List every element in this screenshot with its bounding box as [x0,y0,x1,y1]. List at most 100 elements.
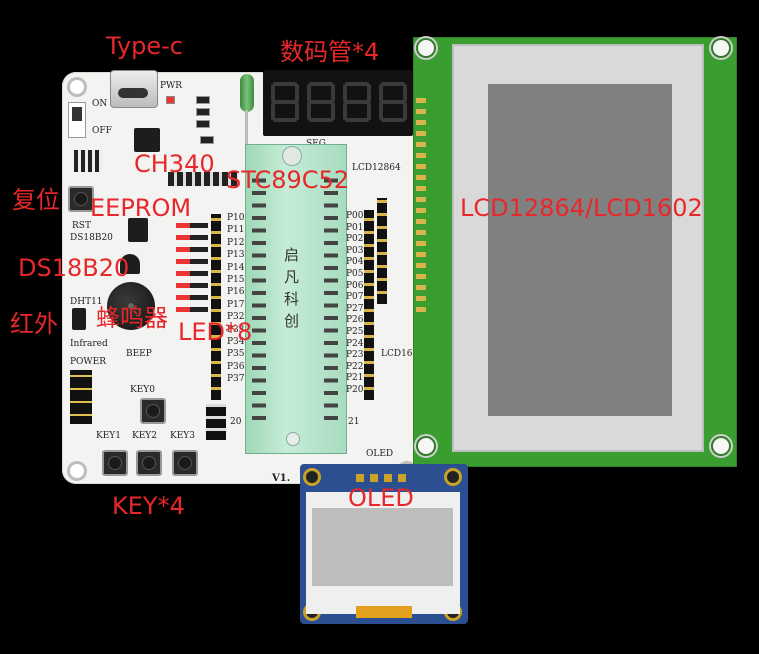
key3-button[interactable] [172,450,198,476]
silk-dht11: DHT11 [70,297,103,307]
port-label: P24 [346,338,364,349]
seven-segment-display [263,70,413,136]
silk-pin-21: 21 [348,417,360,427]
port-label: P25 [346,326,364,337]
resistor [196,108,210,116]
port-label: P35 [227,349,245,360]
silk-key3: KEY3 [170,431,195,441]
buzzer-hole [128,303,134,309]
port-label: P17 [227,299,245,310]
power-header [70,370,92,424]
resistor-row [168,172,238,186]
power-switch[interactable] [68,102,86,138]
port-header-left [211,214,221,400]
port-label: P36 [227,361,245,372]
silk-key1: KEY1 [96,431,121,441]
oled-mount-hole [306,471,318,483]
crystal [240,74,254,112]
label-reset: 复位 [12,186,60,214]
port-label: P05 [346,268,364,279]
label-key: KEY*4 [112,492,185,520]
port-label: P23 [346,350,364,361]
port-label: P00 [346,211,364,221]
ports-right: P00 P01 P02 P03 P04 P05 P06 P07 P27 P26 … [346,211,364,398]
lcd-corner-hole [713,438,729,454]
mount-hole-top-left [70,80,84,94]
silk-key0: KEY0 [130,385,155,395]
silk-lcd16: LCD16 [381,349,413,359]
power-led [166,96,175,104]
lcd-screen [488,84,672,416]
resistor [196,120,210,128]
port-label: P37 [227,374,245,385]
label-typec: Type-c [106,32,183,60]
brand-text: 启 凡 科 创 [284,244,299,332]
ports-left: P10 P11 P12 P13 P14 P15 P16 P17 P32 P33 … [227,213,245,387]
three-pin-header [206,404,226,440]
lcd-corner-hole [418,438,434,454]
zif-pins-right [324,170,338,420]
brand-char: 科 [284,290,300,308]
silk-power: POWER [70,357,107,367]
port-label: P04 [346,257,364,268]
zif-lever[interactable] [282,146,302,166]
label-buzzer: 蜂鸣器 [96,304,168,332]
zif-screw [286,432,300,446]
silk-version: V1. [272,473,291,484]
port-label: P32 [227,312,245,323]
label-ds18b20: DS18B20 [18,254,130,282]
label-led: LED*8 [178,318,253,346]
silk-lcd12864: LCD12864 [352,163,401,173]
typec-port [118,88,148,98]
port-label: P16 [227,287,245,298]
port-label: P20 [346,384,364,395]
component-cluster-left [74,150,102,172]
label-ch340: CH340 [134,150,215,178]
eeprom-chip [128,218,148,242]
port-label: P12 [227,237,245,248]
key2-button[interactable] [136,450,162,476]
brand-char: 凡 [284,268,300,286]
port-label: P10 [227,213,245,223]
port-label: P33 [227,324,245,335]
port-header-right [364,210,374,400]
silk-beep: BEEP [126,349,152,359]
key1-button[interactable] [102,450,128,476]
port-label: P22 [346,361,364,372]
silk-off: OFF [92,126,112,136]
ds18b20-sensor [120,254,140,274]
resistor [200,136,214,144]
lcd-corner-hole [713,40,729,56]
port-label: P15 [227,274,245,285]
reset-button[interactable] [68,186,94,212]
port-label: P11 [227,225,245,236]
label-segment: 数码管*4 [280,38,380,66]
ch340-chip [134,128,160,152]
silk-infrared: Infrared [70,339,108,349]
brand-char: 创 [284,312,300,330]
silk-on: ON [92,99,108,109]
port-label: P06 [346,280,364,291]
lcd-pin-strip [416,98,426,318]
port-label: P02 [346,234,364,245]
oled-ribbon [356,606,412,618]
port-label: P21 [346,373,364,384]
brand-char: 启 [284,246,300,264]
key0-button[interactable] [140,398,166,424]
resistor-column [190,222,208,318]
label-eeprom: EEPROM [90,194,192,222]
zif-pins-left [252,170,266,420]
resistor [196,96,210,104]
oled-display-area [312,508,453,586]
silk-pwr: PWR [160,81,183,91]
lcd12864-header [377,198,387,304]
port-label: P27 [346,303,364,314]
infrared-receiver [72,308,86,330]
port-label: P14 [227,262,245,273]
port-label: P07 [346,292,364,303]
silk-rst: RST [72,221,91,231]
lcd-corner-hole [418,40,434,56]
silk-ds18b20: DS18B20 [70,233,113,243]
oled-pins [356,474,406,482]
port-label: P01 [346,222,364,233]
